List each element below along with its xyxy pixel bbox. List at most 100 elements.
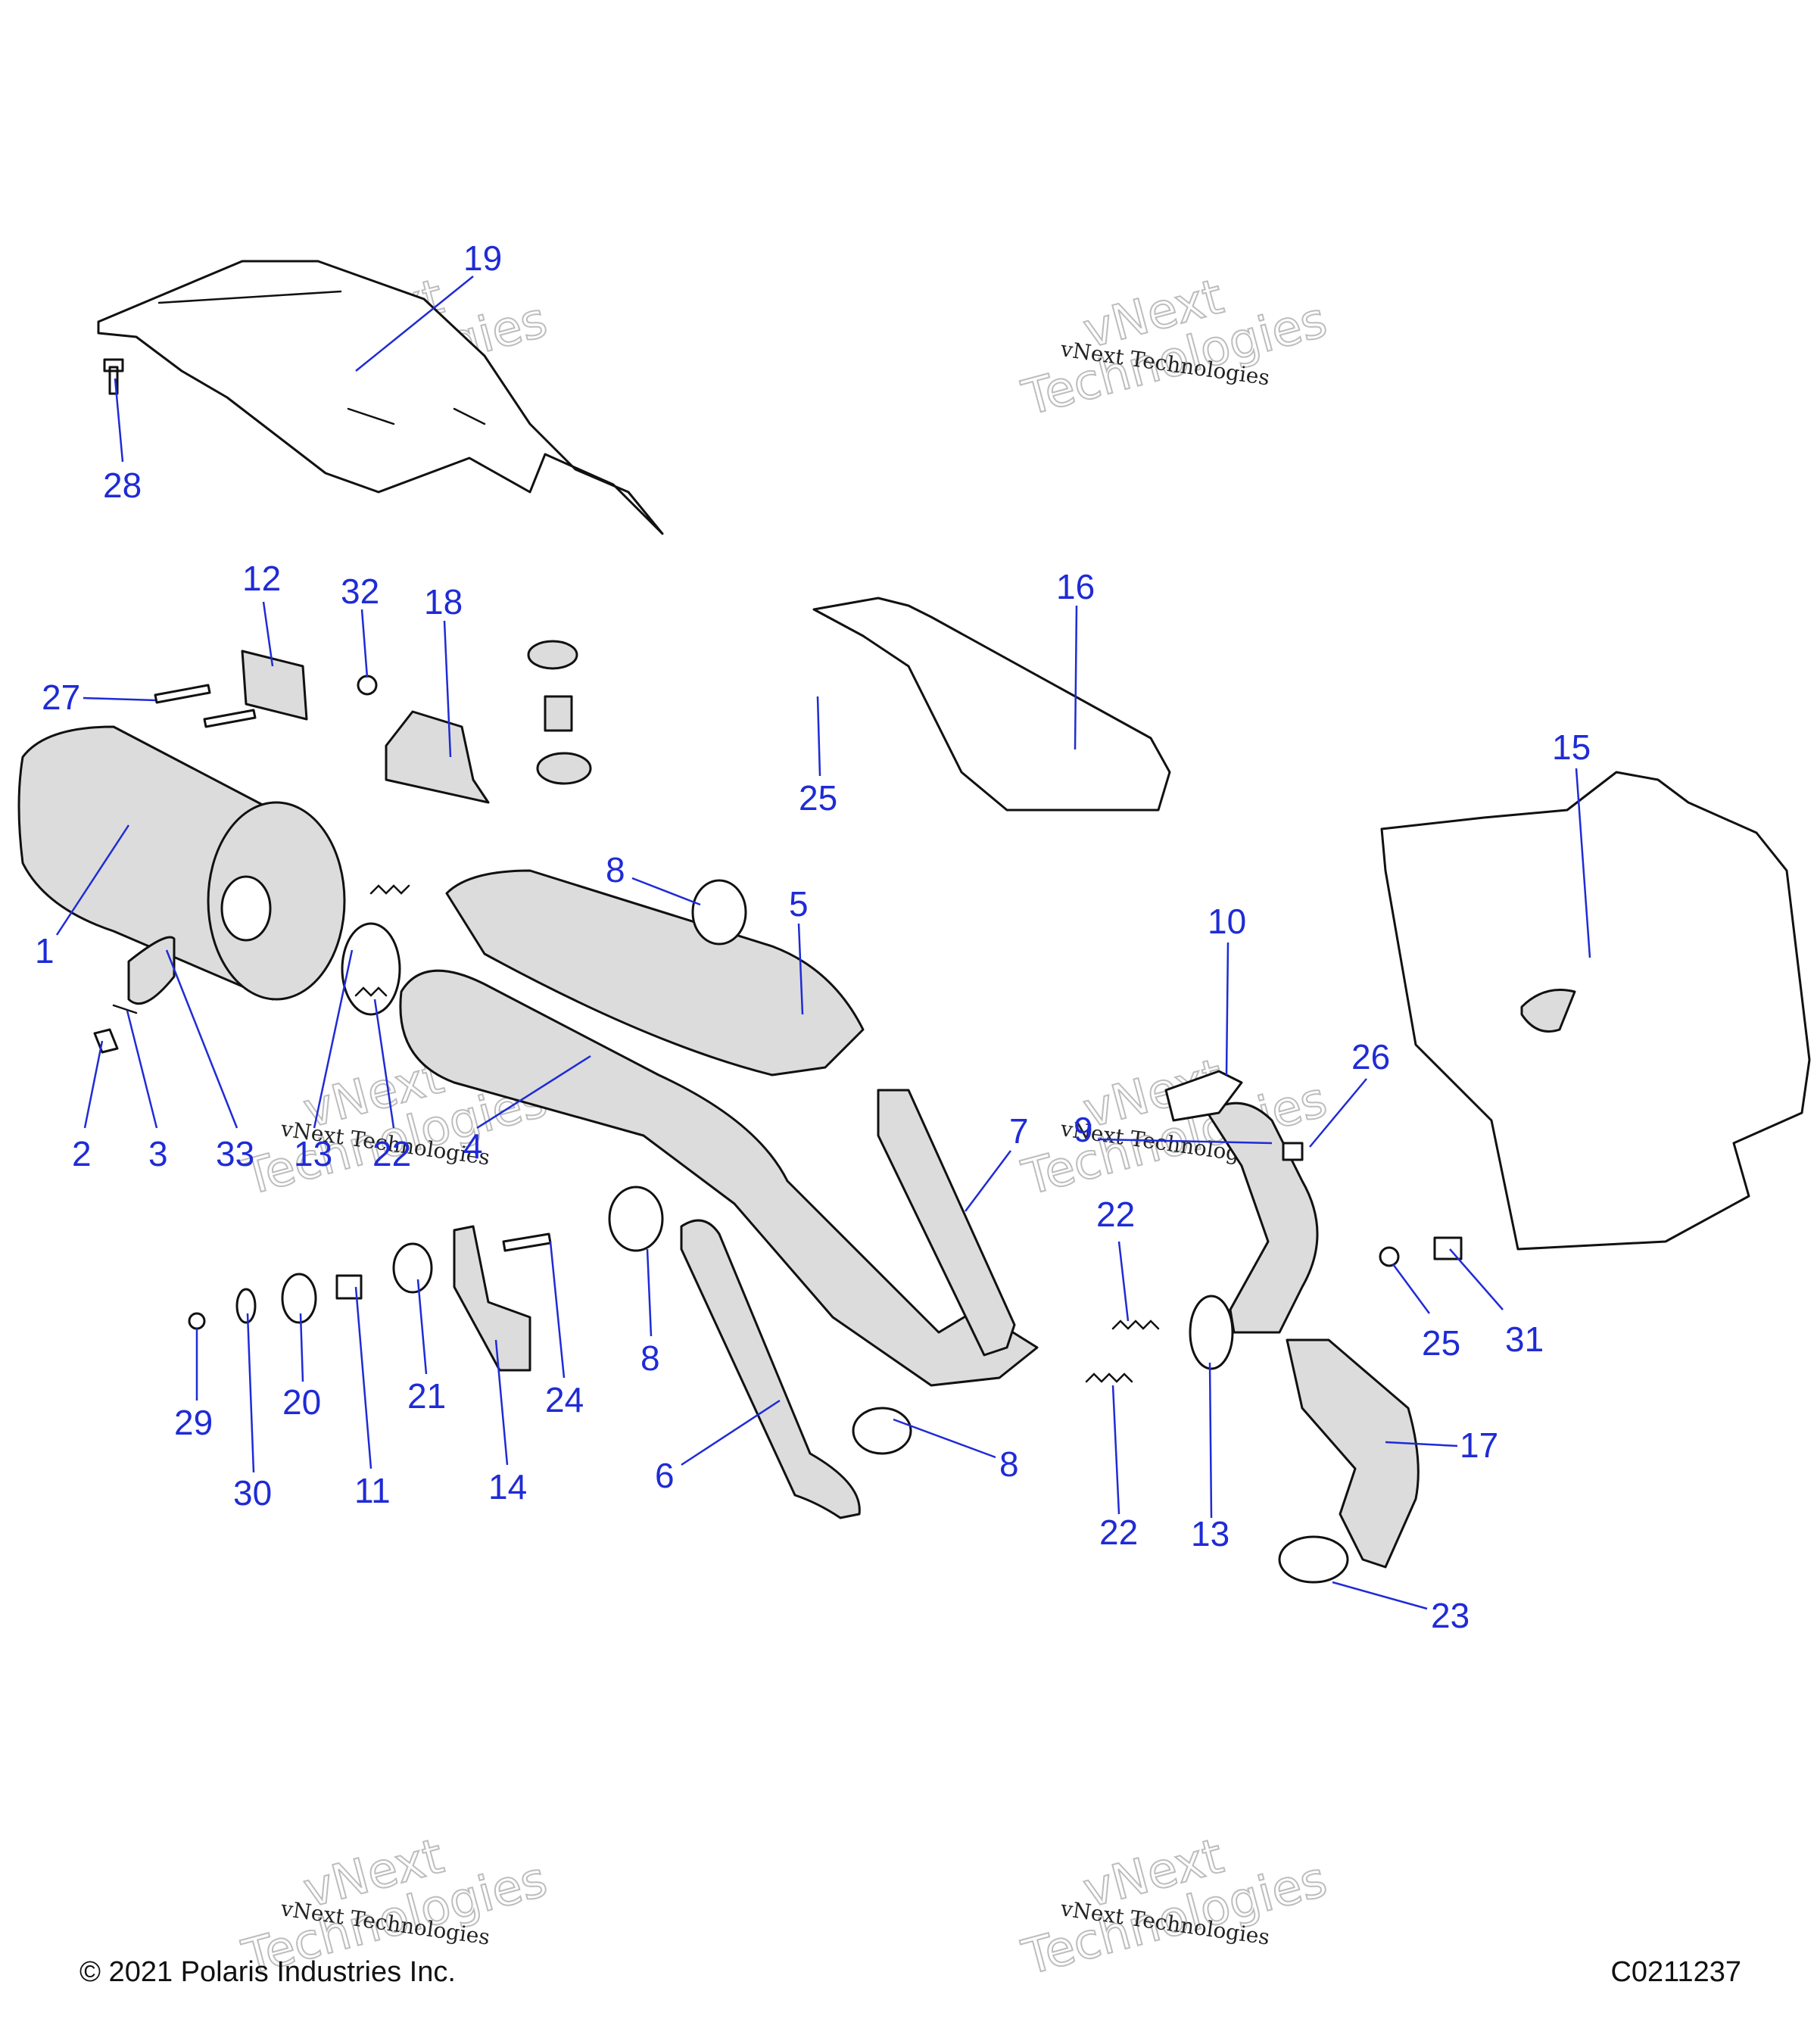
watermark: vNext Technologies vNext Technologies [1016, 1827, 1333, 1987]
part-25-nut [1379, 1246, 1400, 1267]
part-2-nut [93, 1028, 119, 1054]
callout-8-2: 8 [640, 1338, 660, 1378]
callout-25: 25 [799, 778, 837, 818]
part-33-inlet [127, 936, 176, 1005]
callout-22-2: 22 [1096, 1195, 1135, 1234]
leader-1 [55, 824, 130, 936]
callouts: 19 28 12 32 18 27 16 25 15 8 5 1 10 26 2… [35, 238, 1591, 1635]
callout-9: 9 [1074, 1110, 1093, 1149]
part-20-washer [281, 1273, 317, 1324]
callout-33: 33 [216, 1134, 254, 1173]
callout-5: 5 [789, 884, 809, 924]
leader-13 [313, 949, 354, 1129]
part-15-shield [1380, 771, 1811, 1251]
part-28-bolt [103, 358, 124, 395]
part-14-bracket [453, 1225, 531, 1372]
part-8-clamp [691, 879, 747, 946]
part-23-clamp [1278, 1535, 1349, 1584]
callout-4: 4 [463, 1126, 483, 1166]
callout-23: 23 [1431, 1596, 1469, 1635]
leader-7 [965, 1150, 1011, 1212]
leader-8-2 [646, 1248, 653, 1337]
callout-8: 8 [606, 850, 625, 890]
callout-27: 27 [42, 678, 80, 717]
leader-32 [360, 609, 369, 678]
part-8-clamp-2 [608, 1186, 664, 1252]
part-13-gasket [341, 922, 401, 1016]
callout-11: 11 [354, 1471, 391, 1510]
leader-28 [114, 378, 124, 463]
part-22-spring-4 [1085, 1373, 1133, 1383]
part-11-spacer [335, 1274, 363, 1300]
part-9-header [1206, 1101, 1319, 1334]
leader-11 [354, 1286, 372, 1469]
callout-2: 2 [72, 1134, 92, 1173]
part-6-pipe [680, 1219, 861, 1519]
part-24-bolt [502, 1232, 552, 1252]
part-21-grommet [392, 1242, 433, 1294]
leader-27 [83, 696, 156, 702]
part-15-dent [1520, 989, 1576, 1033]
part-7-shield [877, 1089, 1016, 1357]
part-22-spring-3 [1111, 1320, 1160, 1330]
callout-29: 29 [174, 1403, 213, 1442]
leader-22 [373, 999, 395, 1129]
leader-31 [1449, 1248, 1504, 1310]
leader-23 [1332, 1581, 1428, 1610]
part-5-pipe [445, 869, 865, 1077]
part-1-muffler-end [207, 801, 346, 1001]
callout-6: 6 [655, 1456, 675, 1495]
callout-30: 30 [233, 1473, 272, 1513]
leader-22-2 [1117, 1241, 1130, 1322]
part-1-muffler [17, 725, 274, 1001]
leader-16 [1074, 605, 1078, 750]
callout-32: 32 [341, 572, 379, 611]
leader-25 [816, 696, 821, 777]
callout-26: 26 [1351, 1037, 1390, 1077]
callout-14: 14 [488, 1467, 527, 1507]
part-16-shield [812, 597, 1171, 812]
callout-7: 7 [1009, 1111, 1029, 1151]
callout-17: 17 [1460, 1426, 1498, 1465]
part-19-detail [157, 290, 486, 425]
part-8-clamp-3 [852, 1407, 912, 1455]
part-10-gasket [1164, 1070, 1243, 1122]
part-22-spring-2 [354, 986, 388, 997]
part-30-washer [235, 1288, 257, 1324]
part-22-spring [369, 884, 410, 895]
leader-12 [262, 601, 274, 667]
leader-21 [416, 1279, 428, 1375]
leader-3 [126, 1010, 158, 1129]
callout-22: 22 [372, 1134, 411, 1173]
part-17-shield [1286, 1338, 1420, 1569]
leader-19 [355, 276, 474, 372]
leader-22-3 [1111, 1385, 1120, 1515]
callout-31: 31 [1505, 1320, 1544, 1359]
leader-26 [1309, 1078, 1367, 1148]
leader-9 [1097, 1138, 1273, 1145]
callout-13: 13 [294, 1134, 332, 1173]
leader-5 [797, 923, 804, 1015]
callout-10: 10 [1208, 902, 1246, 941]
leader-6 [681, 1399, 781, 1466]
leader-10 [1225, 942, 1230, 1076]
leader-lines [55, 276, 1591, 1610]
leader-20 [299, 1313, 304, 1382]
part-isolator-2 [536, 752, 592, 785]
leader-33 [165, 949, 238, 1129]
leader-4 [476, 1055, 591, 1129]
part-isolator [527, 640, 578, 670]
leader-13-2 [1208, 1362, 1213, 1519]
leader-24 [549, 1241, 566, 1379]
leader-8-3 [893, 1418, 996, 1459]
leader-2 [83, 1040, 104, 1129]
drawing-number: C0211237 [1610, 1956, 1741, 1988]
watermark: vNext Technologies vNext Technologies [1016, 268, 1333, 428]
leader-30 [246, 1313, 255, 1473]
callout-19: 19 [463, 238, 502, 278]
part-4-pipe [399, 969, 1039, 1387]
part-32-nut [357, 675, 378, 696]
callout-16: 16 [1056, 567, 1095, 606]
part-27-bolt-2 [203, 709, 257, 728]
